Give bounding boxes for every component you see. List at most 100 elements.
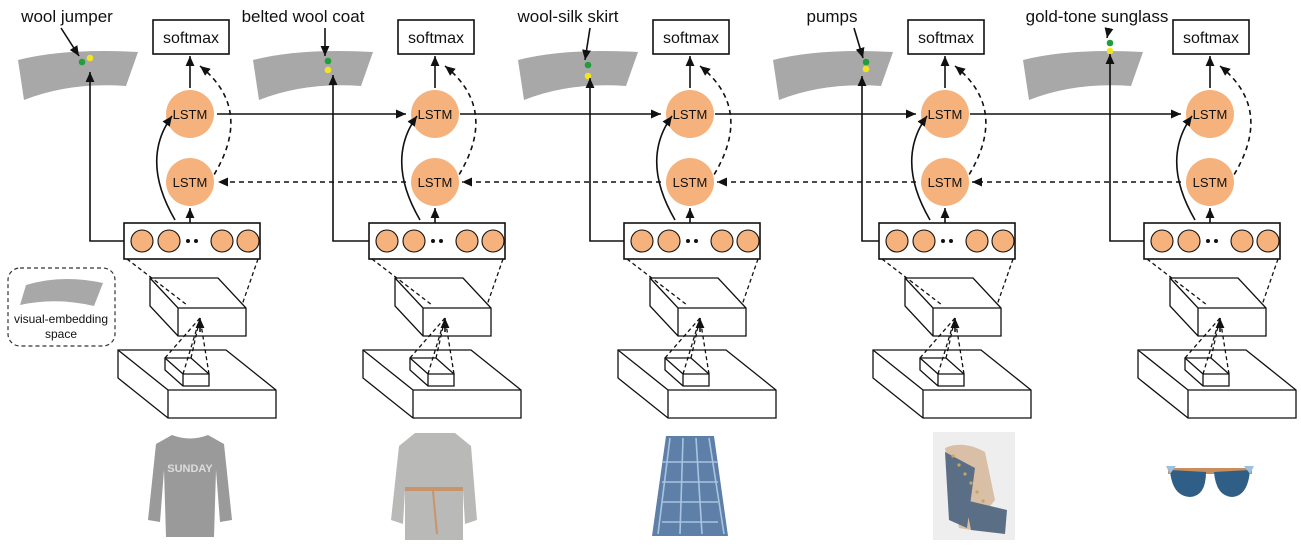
lstm-node bbox=[921, 90, 969, 138]
softmax-to-lstm-back bbox=[199, 65, 232, 179]
item-label-1: wool jumper bbox=[20, 7, 113, 26]
dot-yellow bbox=[1106, 47, 1114, 55]
neuron bbox=[1177, 229, 1201, 253]
product-image-skirt bbox=[652, 436, 728, 536]
neuron bbox=[965, 229, 989, 253]
softmax-to-lstm-back bbox=[1219, 65, 1252, 179]
ellipsis-dot bbox=[439, 239, 443, 243]
lstm-vertical-curve bbox=[400, 115, 421, 221]
cnn-feature-block-edge bbox=[649, 277, 746, 336]
sweater-print: SUNDAY bbox=[167, 463, 213, 475]
neuron bbox=[1150, 229, 1174, 253]
lstm-node bbox=[166, 158, 214, 206]
lstm-node bbox=[1186, 158, 1234, 206]
softmax-box bbox=[1172, 19, 1250, 55]
product-image-sunglasses bbox=[1166, 466, 1254, 497]
projection-lines bbox=[371, 258, 504, 306]
projection-lines bbox=[126, 258, 259, 306]
legend-label-line1: visual-embedding bbox=[14, 312, 108, 326]
lstm-vertical-curve bbox=[910, 115, 931, 221]
cnn-feature-block-edge bbox=[1169, 277, 1266, 336]
projection-lines bbox=[881, 258, 1014, 306]
neuron bbox=[912, 229, 936, 253]
softmax-box bbox=[652, 19, 730, 55]
dot-yellow bbox=[86, 54, 94, 62]
item-label-5: gold-tone sunglass bbox=[1026, 7, 1169, 26]
product-image-pumps bbox=[933, 432, 1015, 540]
label-pointer bbox=[60, 27, 80, 57]
neuron bbox=[1256, 229, 1280, 253]
ellipsis-dot bbox=[1214, 239, 1218, 243]
lstm-vertical-curve bbox=[155, 115, 176, 221]
lstm-node bbox=[411, 158, 459, 206]
ellipsis-dot bbox=[431, 239, 435, 243]
softmax-label: softmax bbox=[918, 30, 974, 47]
lstm-node bbox=[921, 158, 969, 206]
vector-to-embedding bbox=[585, 78, 624, 242]
item-label-3: wool-silk skirt bbox=[516, 7, 618, 26]
softmax-label: softmax bbox=[1183, 30, 1239, 47]
dot-yellow bbox=[584, 72, 592, 80]
neuron bbox=[455, 229, 479, 253]
neuron bbox=[630, 229, 654, 253]
neuron bbox=[157, 229, 181, 253]
neuron bbox=[130, 229, 154, 253]
dot-green bbox=[1106, 39, 1114, 47]
lstm-label: LSTM bbox=[173, 107, 208, 122]
neuron bbox=[710, 229, 734, 253]
product-image-sweater: SUNDAY bbox=[148, 435, 232, 537]
embedding-plane bbox=[253, 51, 373, 100]
label-pointer bbox=[582, 27, 591, 61]
lstm-label: LSTM bbox=[673, 107, 708, 122]
item-label-2: belted wool coat bbox=[242, 7, 365, 26]
softmax-box bbox=[907, 19, 985, 55]
lstm-vertical-curve bbox=[655, 115, 676, 221]
lstm-label: LSTM bbox=[928, 107, 963, 122]
ellipsis-dot bbox=[949, 239, 953, 243]
neuron bbox=[236, 229, 260, 253]
item-label-4: pumps bbox=[806, 7, 857, 26]
neuron bbox=[736, 229, 760, 253]
lstm-label: LSTM bbox=[418, 107, 453, 122]
ellipsis-dot bbox=[186, 239, 190, 243]
ellipsis-dot bbox=[194, 239, 198, 243]
vector-to-embedding bbox=[857, 76, 879, 242]
neuron bbox=[375, 229, 399, 253]
softmax-to-lstm-back bbox=[954, 65, 987, 179]
softmax-label: softmax bbox=[663, 30, 719, 47]
embedding-plane bbox=[518, 51, 638, 100]
embedding-legend: visual-embedding space bbox=[7, 267, 116, 347]
lstm-label: LSTM bbox=[928, 175, 963, 190]
neuron bbox=[991, 229, 1015, 253]
projection-lines bbox=[1146, 258, 1279, 306]
lstm-label: LSTM bbox=[1193, 107, 1228, 122]
lstm-node bbox=[666, 90, 714, 138]
neuron bbox=[1230, 229, 1254, 253]
dot-green bbox=[78, 58, 86, 66]
legend-embedding-plane bbox=[20, 278, 103, 306]
ellipsis-dot bbox=[694, 239, 698, 243]
softmax-label: softmax bbox=[163, 30, 219, 47]
neuron bbox=[657, 229, 681, 253]
neuron bbox=[210, 229, 234, 253]
legend-label-line2: space bbox=[45, 327, 77, 341]
ellipsis-dot bbox=[941, 239, 945, 243]
dot-green bbox=[584, 61, 592, 69]
softmax-to-lstm-back bbox=[699, 65, 732, 179]
neuron bbox=[402, 229, 426, 253]
cnn-feature-block-edge bbox=[394, 277, 491, 336]
lstm-node bbox=[411, 90, 459, 138]
lstm-node bbox=[166, 90, 214, 138]
label-pointer bbox=[853, 27, 865, 59]
lstm-label: LSTM bbox=[418, 175, 453, 190]
vector-to-embedding bbox=[328, 75, 369, 242]
dot-yellow bbox=[324, 66, 332, 74]
dot-yellow bbox=[862, 65, 870, 73]
label-pointer bbox=[1104, 27, 1114, 39]
cnn-feature-block-edge bbox=[149, 277, 246, 336]
